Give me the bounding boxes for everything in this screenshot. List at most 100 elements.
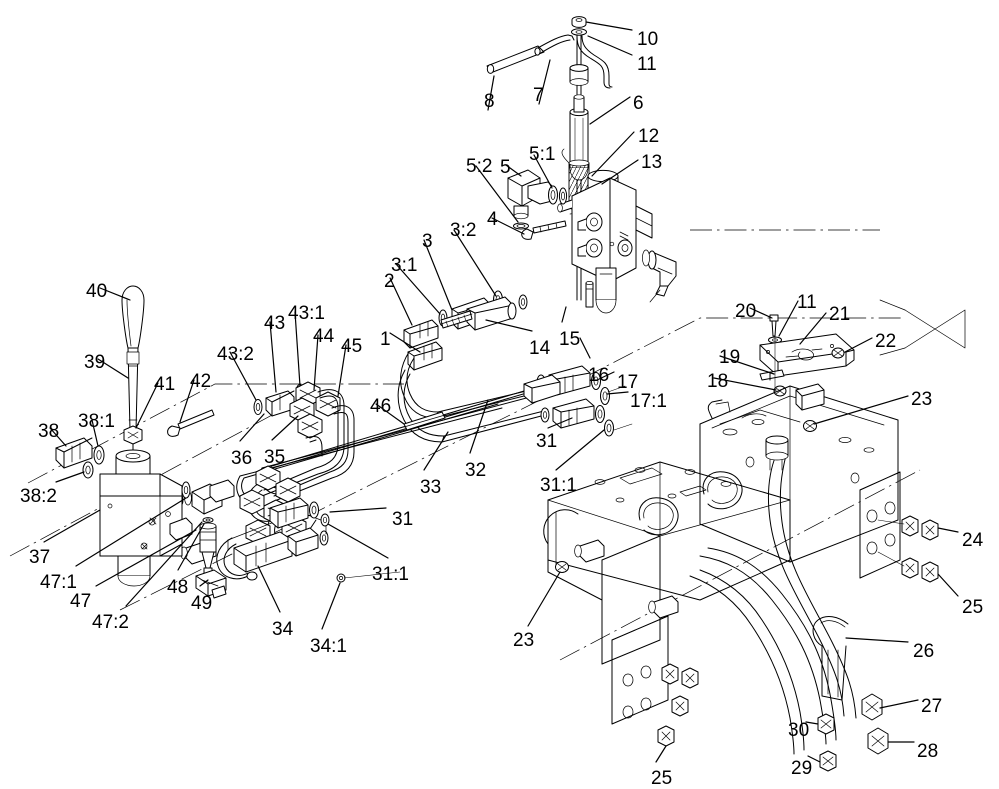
group-center-frame — [543, 461, 791, 747]
callout-22: 22 — [875, 331, 897, 352]
group-upper-linkage — [486, 16, 613, 301]
callout-38-1: 38:1 — [78, 411, 115, 432]
callout-28: 28 — [917, 741, 939, 762]
part-11-washer — [571, 28, 587, 36]
callout-44: 44 — [313, 326, 335, 347]
callout-31-1: 31:1 — [540, 475, 577, 496]
hose-clamp-loops — [543, 471, 743, 545]
callout-37: 37 — [29, 547, 51, 568]
part-47-1-elbow — [184, 479, 235, 515]
callout-43: 43 — [264, 313, 286, 334]
callout-11: 11 — [797, 292, 817, 313]
callout-41: 41 — [154, 374, 176, 395]
part-21-cover-plate — [759, 333, 855, 377]
callout-42: 42 — [190, 371, 212, 392]
callout-2: 2 — [384, 271, 395, 292]
callout-24: 24 — [962, 530, 984, 551]
part-27-fitting — [861, 693, 883, 721]
callout-47-2: 47:2 — [92, 612, 129, 633]
group-control-lever — [55, 285, 215, 587]
part-19-bracket — [759, 369, 785, 381]
callout-5: 5 — [500, 157, 511, 178]
part-25-nuts-right — [901, 557, 939, 583]
callout-32: 32 — [465, 460, 487, 481]
callout-31: 31 — [392, 509, 414, 530]
callout-43-1: 43:1 — [288, 303, 325, 324]
part-25-nuts-bottom — [657, 663, 699, 747]
part-18-fastener — [773, 385, 787, 397]
callout-39: 39 — [84, 352, 106, 373]
part-elbow-right-valve — [642, 249, 677, 303]
leader-lines — [43, 21, 959, 763]
callout-4: 4 — [487, 209, 498, 230]
part-30-fitting — [817, 713, 835, 735]
part-40-knob — [121, 285, 145, 349]
callout-3-2: 3:2 — [450, 220, 477, 241]
callout-5-1: 5:1 — [529, 144, 556, 165]
callout-6: 6 — [633, 93, 644, 114]
callout-45: 45 — [341, 336, 363, 357]
callout-47-1: 47:1 — [40, 572, 77, 593]
callout-29: 29 — [791, 758, 813, 779]
callout-23: 23 — [513, 630, 535, 651]
callout-14: 14 — [529, 338, 551, 359]
callout-3: 3 — [422, 231, 433, 252]
part-23-fastener-bottom — [555, 561, 569, 573]
callout-25: 25 — [962, 597, 984, 618]
part-5-elbow-assembly — [507, 169, 568, 230]
callout-23: 23 — [911, 389, 933, 410]
callout-5-2: 5:2 — [466, 156, 493, 177]
callout-17: 17 — [617, 372, 639, 393]
callout-21: 21 — [829, 304, 851, 325]
group-right-frame — [699, 383, 939, 583]
callout-15: 15 — [559, 329, 581, 350]
callout-10: 10 — [637, 29, 659, 50]
part-2-hose-end — [403, 319, 443, 371]
callout-38: 38 — [38, 421, 60, 442]
part-29-fitting — [819, 750, 837, 772]
callout-43-2: 43:2 — [217, 344, 254, 365]
part-38-fitting-group — [55, 437, 105, 479]
group-hoses-26-30 — [689, 435, 889, 772]
part-26-clamp — [812, 616, 849, 701]
part-15-pin — [585, 281, 594, 308]
part-collar-upper — [569, 64, 589, 86]
callout-25: 25 — [651, 768, 673, 789]
callout-16: 16 — [588, 365, 610, 386]
part-39-shaft — [126, 347, 140, 431]
callout-33: 33 — [420, 477, 442, 498]
callout-12: 12 — [638, 126, 660, 147]
callout-8: 8 — [484, 91, 495, 112]
group-34-31-bottom — [180, 497, 401, 583]
part-41-nut — [123, 425, 143, 445]
callout-1: 1 — [380, 329, 391, 350]
callout-3-1: 3:1 — [391, 255, 418, 276]
callout-38-2: 38:2 — [20, 486, 57, 507]
callout-34: 34 — [272, 619, 294, 640]
break-symbol — [879, 299, 966, 356]
callout-48: 48 — [167, 577, 189, 598]
part-24-nuts — [901, 515, 939, 541]
callout-31: 31 — [536, 431, 558, 452]
callout-11: 11 — [637, 54, 657, 75]
part-42-bolt — [167, 409, 215, 437]
housing-right-fittings — [169, 481, 193, 541]
frame-fittings — [574, 539, 679, 619]
group-fittings-43-45 — [253, 381, 355, 503]
part-4-bolt — [521, 220, 567, 240]
callout-35: 35 — [264, 447, 286, 468]
callout-26: 26 — [913, 641, 935, 662]
callout-34-1: 34:1 — [310, 636, 347, 657]
callout-27: 27 — [921, 696, 943, 717]
callout-46: 46 — [370, 396, 392, 417]
callout-17-1: 17:1 — [630, 391, 667, 412]
valve-spool-ports — [577, 212, 603, 258]
callout-31-1: 31:1 — [372, 564, 409, 585]
callout-7: 7 — [533, 85, 544, 106]
callout-47: 47 — [70, 591, 92, 612]
part-upper-tube — [576, 35, 613, 89]
callout-30: 30 — [788, 720, 810, 741]
part-10-nut — [571, 16, 587, 28]
